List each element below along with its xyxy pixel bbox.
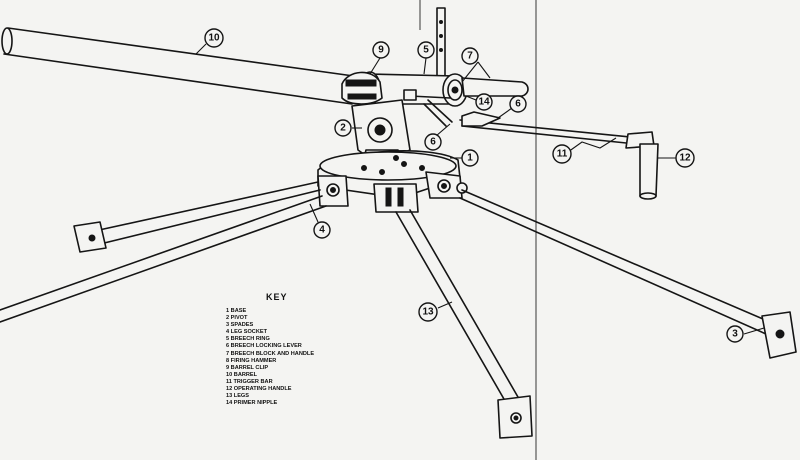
key-list: 1 BASE 2 PIVOT 3 SPADES 4 LEG SOCKET 5 B… <box>226 308 346 407</box>
key-title: KEY <box>266 292 288 302</box>
svg-text:12: 12 <box>679 153 691 164</box>
breech-block-handle <box>403 77 529 101</box>
key-item: 1 BASE <box>226 308 247 314</box>
svg-text:4: 4 <box>319 225 325 236</box>
key-item: 13 LEGS <box>226 393 250 400</box>
svg-text:6: 6 <box>515 99 521 110</box>
barrel <box>1 27 369 105</box>
callout-9: 9 <box>369 41 390 75</box>
svg-text:3: 3 <box>732 329 738 340</box>
callout-4: 4 <box>309 203 331 239</box>
callout-13: 13 <box>418 301 453 322</box>
callout-11: 11 <box>552 137 617 164</box>
svg-text:5: 5 <box>423 45 429 56</box>
spades <box>73 221 797 439</box>
key-item: 11 TRIGGER BAR <box>226 378 273 385</box>
key-item: 5 BREECH RING <box>226 336 270 343</box>
barrel-clip <box>341 71 383 105</box>
key-item: 2 PIVOT <box>226 315 248 322</box>
callout-6-upper: 6 <box>497 95 527 119</box>
key-item: 10 BARREL <box>226 371 258 378</box>
trigger-bar <box>459 111 641 145</box>
callout-12: 12 <box>658 148 695 168</box>
key-item: 3 SPADES <box>226 322 254 329</box>
svg-text:11: 11 <box>557 149 568 160</box>
callout-8: 6 <box>424 123 451 151</box>
callout-14: 14 <box>465 93 493 111</box>
svg-text:14: 14 <box>478 97 490 108</box>
svg-text:10: 10 <box>208 33 220 44</box>
key-item: 8 FIRING HAMMER <box>226 357 277 364</box>
legs <box>0 181 771 407</box>
callout-3: 3 <box>726 325 765 343</box>
svg-text:6: 6 <box>430 137 436 148</box>
key-item: 4 LEG SOCKET <box>226 329 268 336</box>
callout-1: 1 <box>450 149 479 167</box>
key-item: 14 PRIMER NIPPLE <box>226 400 278 407</box>
key-item: 7 BREECH BLOCK AND HANDLE <box>226 350 315 357</box>
svg-text:9: 9 <box>378 45 384 56</box>
callout-2: 2 <box>334 119 362 137</box>
callout-5: 5 <box>417 41 435 75</box>
svg-text:7: 7 <box>467 51 473 62</box>
locking-lever <box>423 103 447 127</box>
parts-key: KEY 1 BASE 2 PIVOT 3 SPADES 4 LEG SOCKET… <box>226 292 346 407</box>
callout-10: 10 <box>195 28 224 55</box>
key-item: 9 BARREL CLIP <box>226 364 269 371</box>
operating-handle <box>625 131 659 200</box>
svg-text:13: 13 <box>422 307 434 318</box>
svg-text:2: 2 <box>340 123 346 134</box>
key-item: 6 BREECH LOCKING LEVER <box>226 343 302 350</box>
callout-7: 7 <box>461 47 491 83</box>
key-item: 12 OPERATING HANDLE <box>226 386 292 393</box>
base <box>317 150 468 213</box>
svg-text:1: 1 <box>467 153 473 164</box>
